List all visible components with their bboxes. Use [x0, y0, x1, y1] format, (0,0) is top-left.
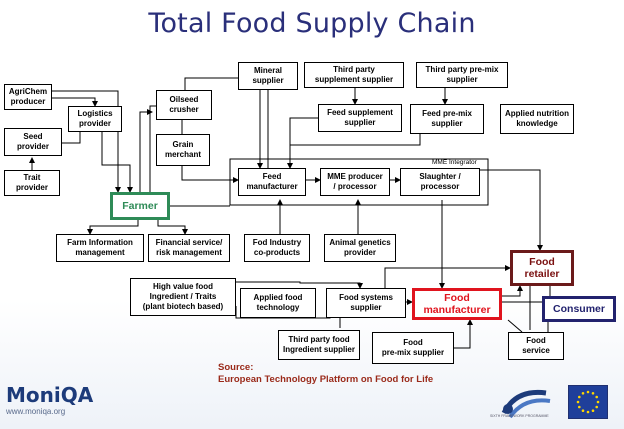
mineral-supplier-box: Mineral supplier [238, 62, 298, 90]
consumer-box: Consumer [542, 296, 616, 322]
food-service-box: Food service [508, 332, 564, 360]
trait-provider-box: Trait provider [4, 170, 60, 196]
source-label: Source: [218, 362, 254, 373]
eu-flag-icon [568, 385, 608, 419]
logistics-provider-box: Logistics provider [68, 106, 122, 132]
farm-information-management-box: Farm Information management [56, 234, 144, 262]
agrichem-producer-box: AgriChem producer [4, 84, 52, 110]
slaughter-processor-box: Slaughter / processor [400, 168, 480, 196]
moniqa-url: www.moniqa.org [6, 407, 66, 416]
feed-manufacturer-box: Feed manufacturer [238, 168, 306, 196]
high-value-food-ingredient-box: High value food Ingredient / Traits (pla… [130, 278, 236, 316]
mme-integrator-label: MME Integrator [432, 159, 477, 166]
moniqa-logo: MoniQA www.moniqa.org [6, 383, 93, 416]
farmer-box: Farmer [110, 192, 170, 220]
third-party-food-ingredient-supplier-box: Third party food Ingredient supplier [278, 330, 360, 360]
slide-title: Total Food Supply Chain [148, 8, 476, 39]
seed-provider-box: Seed provider [4, 128, 62, 156]
third-party-premix-supplier-box: Third party pre-mix supplier [416, 62, 508, 88]
framework-programme-caption: SIXTH FRAMEWORK PROGRAMME [490, 414, 549, 418]
source-citation: Source: European Technology Platform on … [218, 362, 433, 386]
animal-genetics-provider-box: Animal genetics provider [324, 234, 396, 262]
food-premix-supplier-box: Food pre-mix supplier [372, 332, 454, 364]
applied-nutrition-knowledge-box: Applied nutrition knowledge [500, 104, 574, 134]
mme-producer-box: MME producer / processor [320, 168, 390, 196]
grain-merchant-box: Grain merchant [156, 134, 210, 166]
fod-industry-co-products-box: Fod Industry co-products [244, 234, 310, 262]
oilseed-crusher-box: Oilseed crusher [156, 90, 212, 120]
feed-supplement-supplier-box: Feed supplement supplier [318, 104, 402, 132]
applied-food-technology-box: Applied food technology [240, 288, 316, 318]
source-text: European Technology Platform on Food for… [218, 374, 434, 385]
third-party-supplement-supplier-box: Third party supplement supplier [304, 62, 404, 88]
framework-programme-logo-icon [501, 389, 551, 419]
food-systems-supplier-box: Food systems supplier [326, 288, 406, 318]
feed-premix-supplier-box: Feed pre-mix supplier [410, 104, 484, 134]
financial-service-box: Financial service/ risk management [148, 234, 230, 262]
food-manufacturer-box: Food manufacturer [412, 288, 502, 320]
food-retailer-box: Food retailer [510, 250, 574, 286]
moniqa-logo-text: MoniQA [6, 383, 94, 407]
